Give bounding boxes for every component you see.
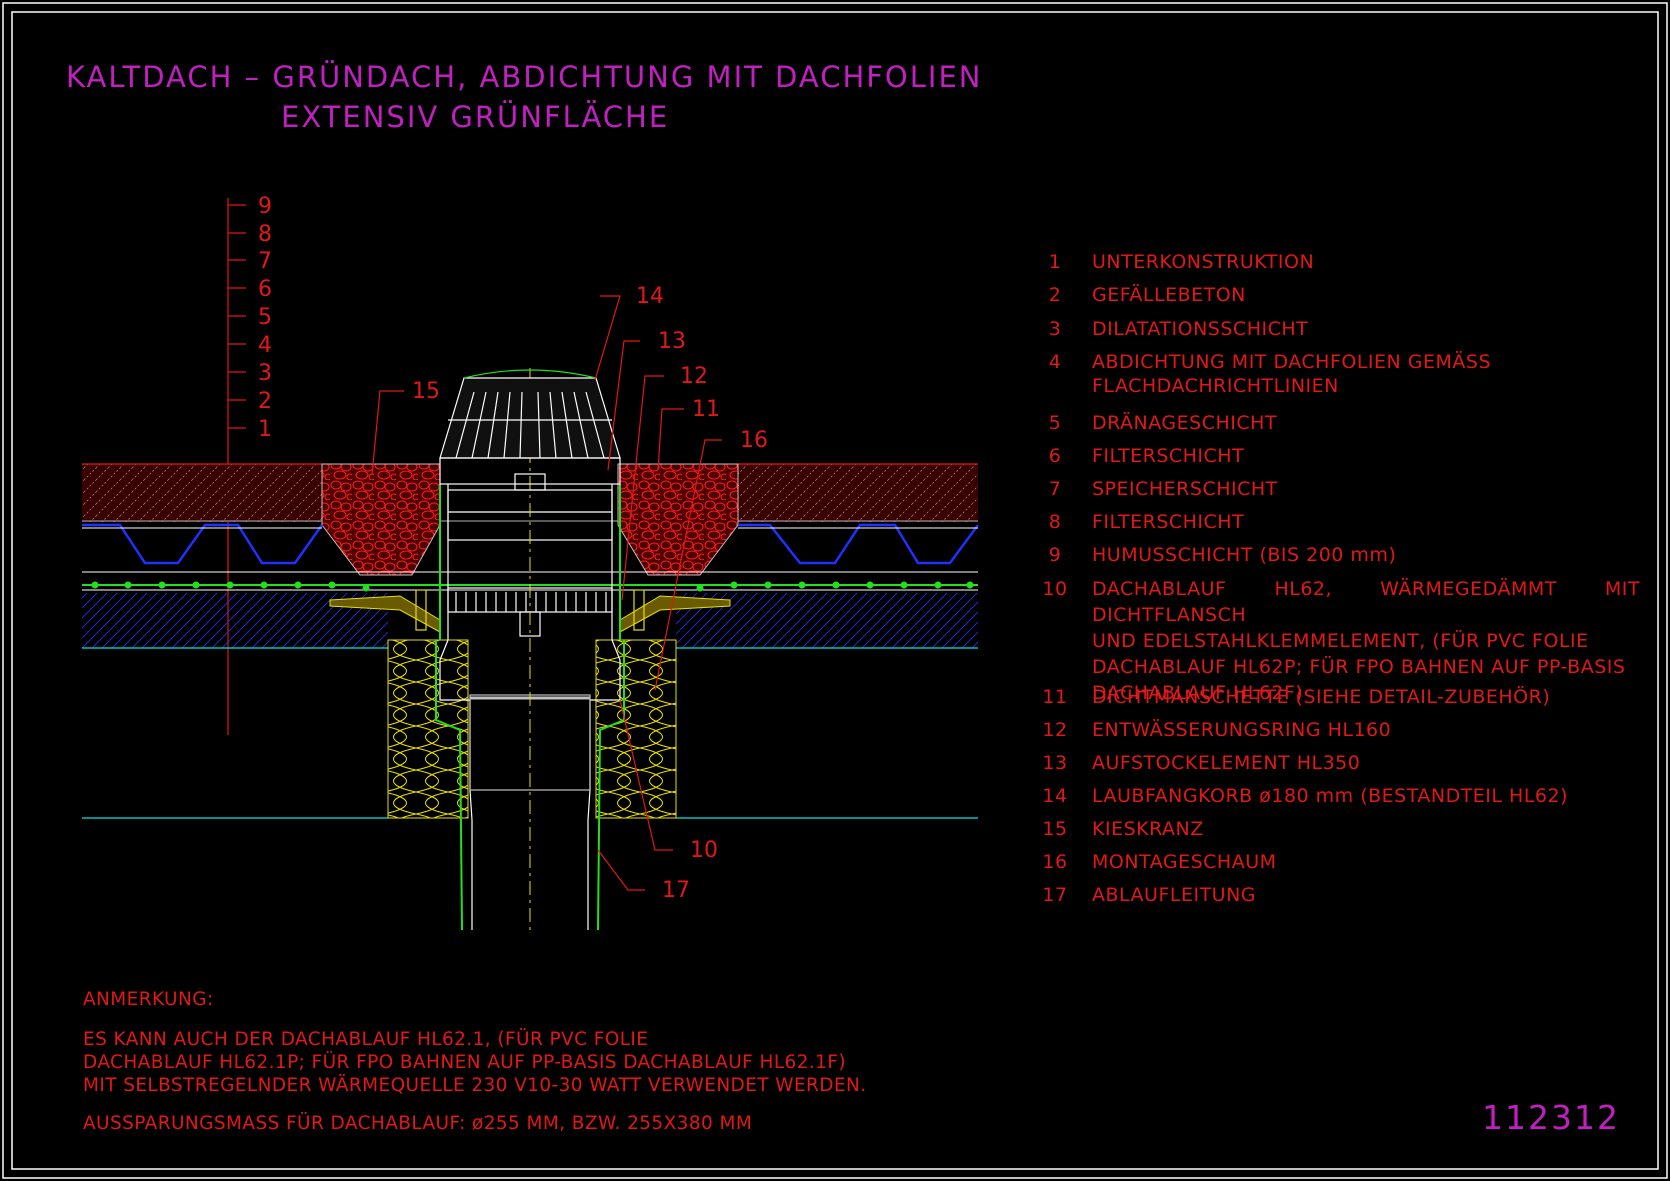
callout-label: 16 (740, 428, 768, 453)
scale-label: 8 (258, 222, 272, 247)
scale-label: 4 (258, 333, 272, 358)
scale-label: 6 (258, 277, 272, 302)
drainage-layer (82, 523, 980, 565)
callout-label: 15 (412, 379, 440, 404)
scale-label: 1 (258, 417, 272, 442)
scale-label: 2 (258, 389, 272, 414)
concrete-layer (82, 593, 978, 819)
callout-label: 11 (692, 397, 720, 422)
callout-label: 12 (680, 364, 708, 389)
title-line-2: EXTENSIV GRÜNFLÄCHE (281, 100, 670, 134)
drawing-number: 112312 (1482, 1098, 1620, 1137)
callout-label: 10 (690, 838, 718, 863)
note-line: DACHABLAUF HL62.1P; FÜR FPO BAHNEN AUF P… (83, 1052, 846, 1073)
callout-label: 14 (636, 284, 664, 309)
scale-label: 7 (258, 249, 272, 274)
scale-label: 5 (258, 305, 272, 330)
scale-label: 3 (258, 361, 272, 386)
title-line-1: KALTDACH – GRÜNDACH, ABDICHTUNG MIT DACH… (66, 60, 983, 94)
note-line: MIT SELBSTREGELNDER WÄRMEQUELLE 230 V10-… (83, 1075, 867, 1096)
note-line: AUSSPARUNGSMASS FÜR DACHABLAUF: ø255 MM,… (83, 1113, 753, 1134)
note-heading: ANMERKUNG: (83, 989, 214, 1010)
callout-label: 13 (658, 329, 686, 354)
leaf-guard-basket (439, 369, 621, 491)
note-line: ES KANN AUCH DER DACHABLAUF HL62.1, (FÜR… (83, 1029, 649, 1050)
humus-layer (82, 463, 978, 522)
insulation-block (387, 639, 677, 819)
callout-label: 17 (662, 878, 690, 903)
scale-label: 9 (258, 194, 272, 219)
